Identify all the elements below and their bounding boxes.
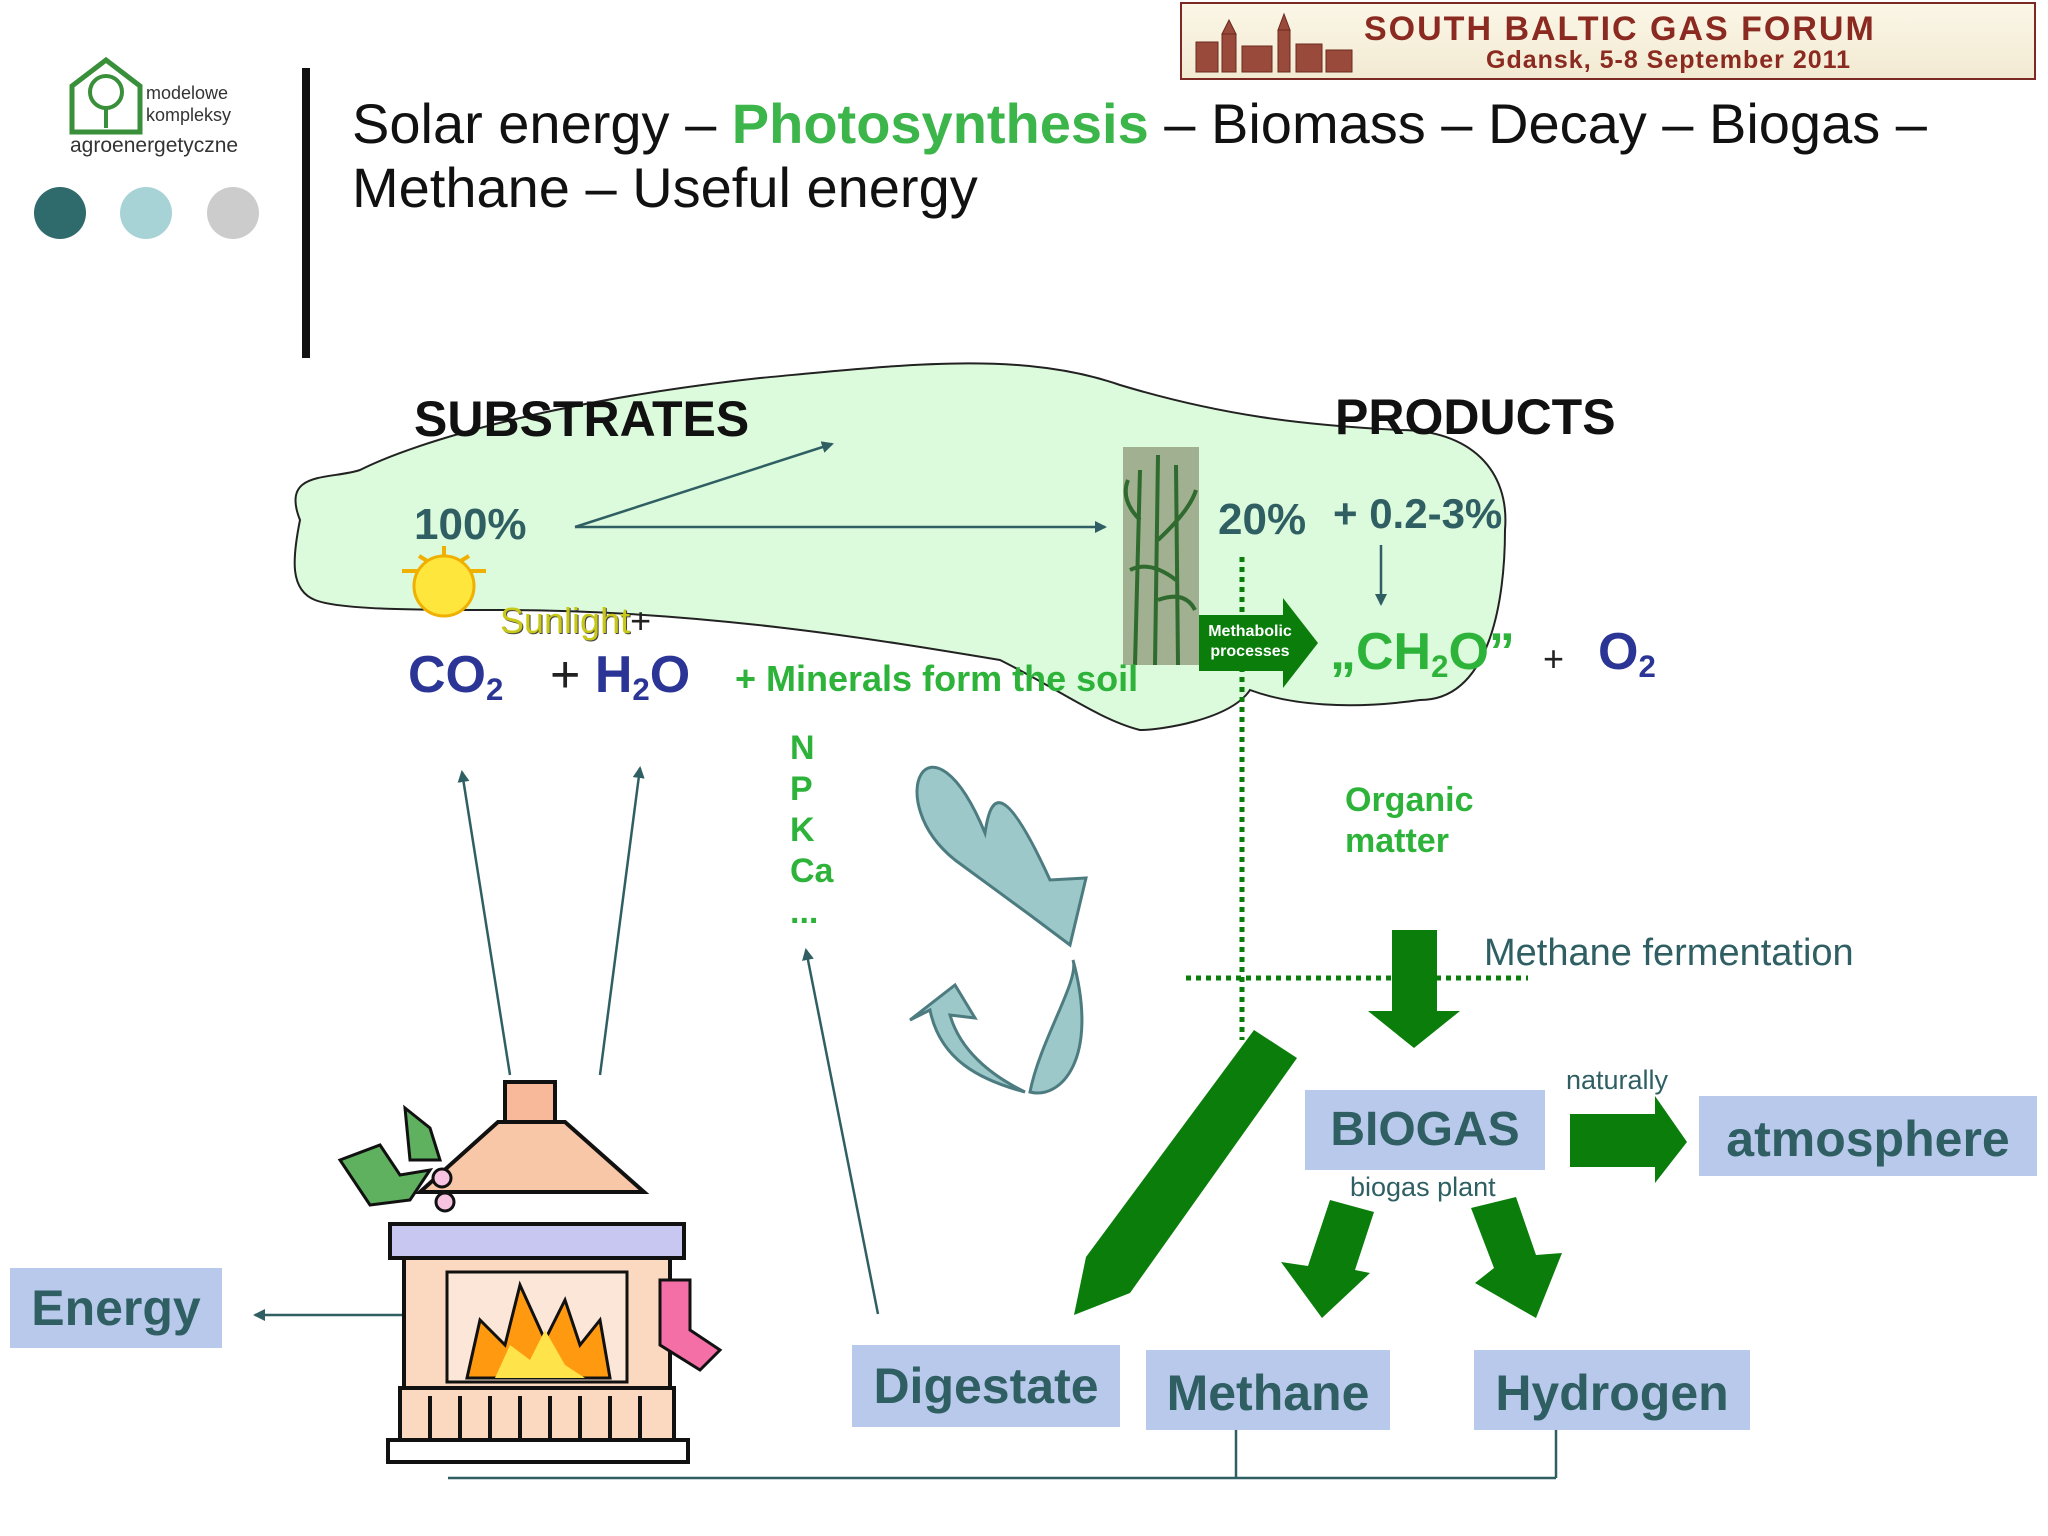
biogas-box: BIOGAS (1305, 1090, 1545, 1170)
dot-dark (34, 187, 86, 239)
methane-fermentation-label: Methane fermentation (1484, 932, 1854, 974)
page-title: Solar energy – Photosynthesis – Biomass … (352, 92, 1972, 220)
nutrient-ca: Ca (790, 852, 834, 890)
plus-h2o: + (550, 646, 581, 704)
logo-text: modelowe kompleksy (146, 82, 231, 126)
recycle-arrows-icon (909, 765, 1088, 1095)
logo-house-tree-icon (69, 56, 143, 135)
sunlight-text: Sunlight (500, 600, 631, 641)
plus-o2: + (1543, 638, 1565, 679)
organic-matter-label: Organic matter (1345, 781, 1474, 860)
methane-box: Methane (1146, 1350, 1390, 1430)
ch2o-sub: 2 (1431, 648, 1449, 684)
o2-text: O (1598, 623, 1639, 681)
o2-formula: O2 (1598, 622, 1656, 685)
title-part1: Solar energy – (352, 92, 732, 155)
h2o-formula: + H2O (550, 645, 690, 708)
banner-subtitle: Gdansk, 5-8 September 2011 (1486, 46, 1852, 74)
biogas-plant-label: biogas plant (1350, 1172, 1496, 1202)
h2o-h: H (594, 646, 633, 704)
dot-light (120, 187, 172, 239)
title-highlight: Photosynthesis (731, 92, 1149, 155)
ch2o-formula: „CH2O” (1330, 622, 1515, 685)
banner-title: SOUTH BALTIC GAS FORUM (1364, 10, 1876, 48)
energy-box: Energy (10, 1268, 222, 1348)
h2o-sub: 2 (632, 671, 650, 707)
metabolic-arrow (1199, 598, 1318, 688)
sunlight-plus: + (630, 600, 652, 641)
co2-formula: CO2 (408, 645, 503, 708)
substrates-heading: SUBSTRATES (414, 391, 750, 447)
fireplace-icon (337, 1080, 723, 1464)
logo-line1: modelowe (146, 83, 229, 103)
nutrient-n: N (790, 729, 815, 767)
green-arrows (1074, 930, 1687, 1318)
o2-sub: 2 (1638, 648, 1656, 684)
digestate-box: Digestate (852, 1345, 1120, 1427)
atmosphere-box: atmosphere (1699, 1096, 2037, 1176)
percent-100: 100% (414, 500, 527, 549)
percent-20: 20% (1218, 495, 1307, 544)
nutrient-more: ... (790, 893, 819, 931)
corn-plant-icon (1123, 447, 1199, 666)
products-heading: PRODUCTS (1335, 389, 1616, 445)
nutrient-list: N P K Ca ... (790, 728, 833, 933)
nutrient-k: K (790, 811, 815, 849)
co2-sub: 2 (486, 671, 504, 707)
dot-gray (207, 187, 259, 239)
sunlight-label: Sunlight+ (500, 600, 651, 642)
naturally-label: naturally (1566, 1065, 1669, 1095)
hydrogen-box: Hydrogen (1474, 1350, 1750, 1430)
percent-small: + 0.2-3% (1333, 490, 1503, 537)
logo-line2: kompleksy (146, 105, 232, 125)
title-part2: – Biomass – Decay – Biogas – Methane – U… (352, 92, 1927, 219)
metabolic-label: Methabolic processes (1203, 622, 1297, 662)
forum-banner: SOUTH BALTIC GAS FORUM Gdansk, 5-8 Septe… (1180, 2, 2036, 80)
h2o-o: O (649, 646, 691, 704)
minerals-label: + Minerals form the soil (735, 658, 1139, 699)
metabolic-line2: processes (1210, 643, 1290, 660)
nutrient-p: P (790, 770, 813, 808)
ch2o-post: O” (1448, 623, 1515, 681)
metabolic-line1: Methabolic (1208, 623, 1292, 640)
sun-icon (402, 546, 486, 618)
ch2o-pre: „CH (1330, 623, 1432, 681)
divider-line (302, 68, 310, 358)
city-skyline-icon (1195, 12, 1353, 73)
co2-text: CO (408, 646, 486, 704)
logo-line3: agroenergetyczne (70, 134, 239, 157)
